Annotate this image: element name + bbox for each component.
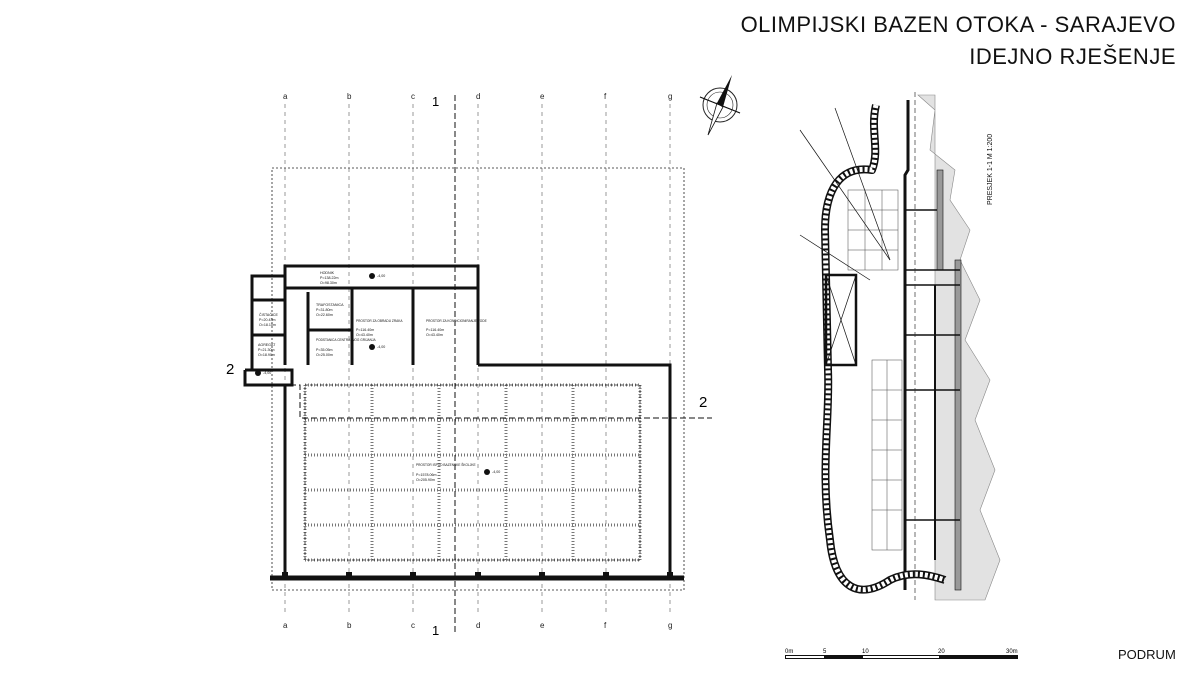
grid-axis-label: b bbox=[347, 621, 352, 630]
room-label: AGREGAT bbox=[258, 343, 276, 347]
scale-label: 0m bbox=[785, 649, 793, 655]
room-area: P=20.43m bbox=[259, 318, 275, 322]
elevation-mark: -4,00 bbox=[377, 274, 385, 278]
section-title: PRESJEK 1-1 M 1:200 bbox=[987, 134, 994, 205]
room-labels: HODNIK P=138.22m O=98.30m ČISTAČICE P=20… bbox=[258, 271, 487, 482]
section-line-2 bbox=[245, 384, 712, 419]
room-perimeter: O=18.90m bbox=[258, 353, 275, 357]
room-area: P=35.05m bbox=[316, 348, 332, 352]
room-perimeter: O=22.60m bbox=[316, 313, 333, 317]
section-mark-1-top: 1 bbox=[432, 94, 439, 109]
scale-label: 30m bbox=[1006, 649, 1018, 655]
room-area: P=116.40m bbox=[426, 328, 444, 332]
grid-axis-label: d bbox=[476, 621, 480, 630]
scale-label: 20 bbox=[938, 649, 945, 655]
room-area: P=31.80m bbox=[316, 308, 332, 312]
scale-label: 5 bbox=[823, 649, 827, 655]
room-label: TRAFOSTANICA bbox=[316, 303, 344, 307]
grid-axis-label: d bbox=[476, 92, 480, 101]
grid-axis-label: g bbox=[668, 621, 672, 630]
grid-axis-label: f bbox=[604, 92, 607, 101]
drawing-subtitle: IDEJNO RJEŠENJE bbox=[969, 44, 1176, 69]
pool-shell-outline bbox=[304, 384, 641, 561]
grid-axis-label: a bbox=[283, 92, 288, 101]
room-area: P=21.30m bbox=[258, 348, 274, 352]
grid-axis-label: g bbox=[668, 92, 672, 101]
building-walls bbox=[243, 264, 684, 581]
room-perimeter: O=25.00m bbox=[316, 353, 333, 357]
elevation-markers: -4,00 -4,00 -4,00 -4,00 bbox=[255, 273, 500, 475]
pool-structure-grid bbox=[282, 383, 673, 578]
room-perimeter: O=18.10m bbox=[259, 323, 276, 327]
column bbox=[282, 572, 288, 578]
room-perimeter: O=43.40m bbox=[426, 333, 443, 337]
elevation-mark: -4,00 bbox=[377, 345, 385, 349]
section-mark-1-bottom: 1 bbox=[432, 623, 439, 638]
grid-axis-label: e bbox=[540, 92, 545, 101]
room-label: PODSTANICA CENTRALNOG GRIJANJA bbox=[316, 338, 376, 342]
sheet-label: PODRUM bbox=[1118, 647, 1176, 662]
room-label: ČISTAČICE bbox=[259, 312, 279, 317]
room-area: P=116.40m bbox=[356, 328, 374, 332]
section-mark-2-left: 2 bbox=[226, 361, 234, 378]
column bbox=[603, 572, 609, 578]
room-perimeter: O=43.40m bbox=[356, 333, 373, 337]
column bbox=[346, 572, 352, 578]
grid-axis-label: b bbox=[347, 92, 352, 101]
elevation-mark: -4,00 bbox=[263, 371, 271, 375]
grid-axis-label: e bbox=[540, 621, 545, 630]
grid-axis-label: c bbox=[411, 621, 415, 630]
grid-axis-label: c bbox=[411, 92, 415, 101]
grid-axis-label: a bbox=[283, 621, 288, 630]
elevation-mark: -4,00 bbox=[492, 470, 500, 474]
room-label: PROSTOR ZA OBRADU ZRAKA bbox=[356, 319, 403, 323]
drawing-title: OLIMPIJSKI BAZEN OTOKA - SARAJEVO bbox=[740, 12, 1176, 37]
column bbox=[667, 572, 673, 578]
column bbox=[475, 572, 481, 578]
scale-bar: 0m 5 10 20 30m bbox=[785, 649, 1018, 659]
room-label: PROSTOR ZA KONDICIONIRANJE VODE bbox=[426, 319, 487, 323]
room-label: PROSTOR ISPOD BAZENSKE ŠKOLJKE bbox=[416, 462, 476, 467]
room-area: P=138.22m bbox=[320, 276, 338, 280]
north-arrow-icon bbox=[699, 75, 741, 136]
section-mark-2-right: 2 bbox=[699, 394, 707, 411]
room-perimeter: O=205.90m bbox=[416, 478, 435, 482]
section-1-1-drawing bbox=[799, 92, 1001, 601]
column bbox=[410, 572, 416, 578]
grid-axis-label: f bbox=[604, 621, 607, 630]
room-perimeter: O=98.30m bbox=[320, 281, 337, 285]
room-area: P=1578.06m bbox=[416, 473, 436, 477]
scale-label: 10 bbox=[862, 649, 869, 655]
room-label: HODNIK bbox=[320, 271, 335, 275]
column bbox=[539, 572, 545, 578]
